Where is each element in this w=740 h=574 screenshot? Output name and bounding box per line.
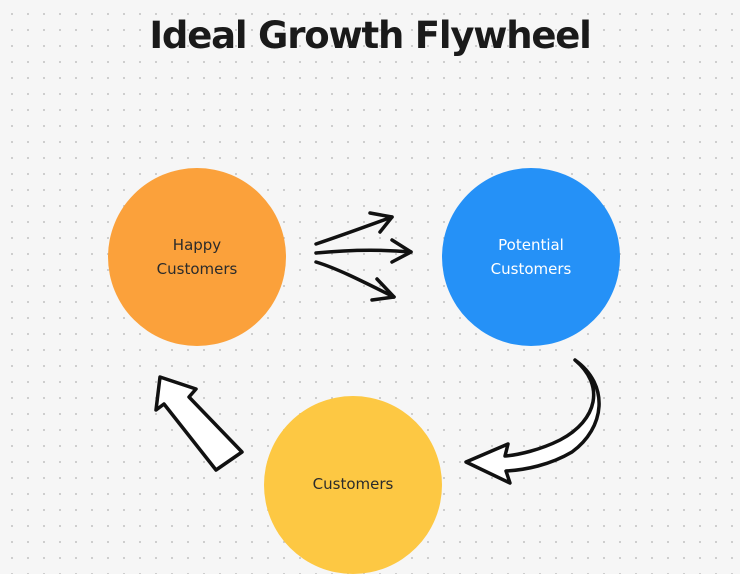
diagram-title: Ideal Growth Flywheel [149,14,591,57]
happy-customers-node[interactable]: Happy Customers [108,168,286,346]
happy-customers-label: Happy Customers [156,236,238,278]
block-arrow-up-left-icon [154,375,244,472]
customers-label: Customers [312,475,394,493]
flow-arrows [154,211,601,485]
triple-arrow-right-icon [314,211,413,302]
potential-customers-label: Potential Customers [490,236,572,278]
potential-customers-node[interactable]: Potential Customers [442,168,620,346]
curved-arrow-down-left-icon [464,358,601,485]
